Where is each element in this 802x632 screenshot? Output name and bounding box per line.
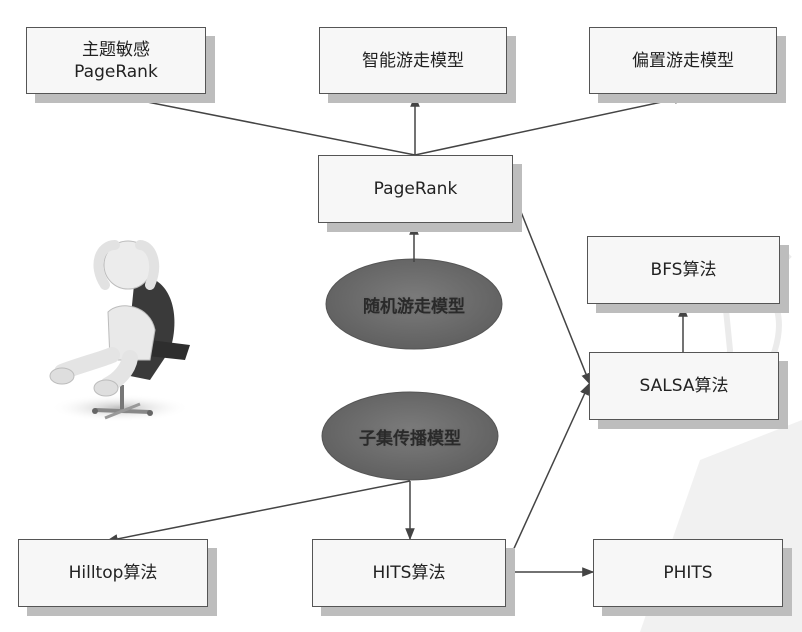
arrow-hits-to-salsa bbox=[505, 382, 590, 567]
person-in-chair-icon bbox=[49, 240, 190, 422]
hilltop-label: Hilltop算法 bbox=[68, 563, 158, 583]
bfs-label: BFS算法 bbox=[650, 260, 717, 280]
salsa-label: SALSA算法 bbox=[639, 376, 729, 396]
bfs-box: BFS算法 bbox=[587, 236, 780, 304]
topic-sensitive-pagerank-line2: PageRank bbox=[74, 61, 158, 82]
smart-surfer-label: 智能游走模型 bbox=[362, 50, 464, 71]
pagerank-label: PageRank bbox=[373, 179, 458, 199]
biased-surfer-box: 偏置游走模型 bbox=[589, 27, 777, 94]
pagerank-box: PageRank bbox=[318, 155, 513, 223]
hits-box: HITS算法 bbox=[312, 539, 506, 607]
hilltop-box: Hilltop算法 bbox=[18, 539, 208, 607]
subset-propagation-ellipse bbox=[321, 391, 499, 481]
phits-label: PHITS bbox=[663, 563, 713, 583]
arrow-subset-to-hilltop bbox=[105, 480, 411, 544]
arrow-pagerank-to-topic bbox=[115, 93, 416, 156]
phits-box: PHITS bbox=[593, 539, 783, 607]
salsa-box: SALSA算法 bbox=[589, 352, 779, 420]
random-walk-label: 随机游走模型 bbox=[363, 296, 465, 317]
arrow-pagerank-to-salsa bbox=[512, 191, 591, 386]
hits-label: HITS算法 bbox=[372, 563, 446, 583]
arrow-pagerank-to-biased bbox=[414, 94, 687, 156]
topic-sensitive-pagerank-line1: 主题敏感 bbox=[82, 39, 150, 60]
topic-sensitive-pagerank-box: 主题敏感 PageRank bbox=[26, 27, 206, 94]
subset-propagation-label: 子集传播模型 bbox=[359, 428, 461, 449]
biased-surfer-label: 偏置游走模型 bbox=[632, 50, 734, 71]
smart-surfer-box: 智能游走模型 bbox=[319, 27, 507, 94]
